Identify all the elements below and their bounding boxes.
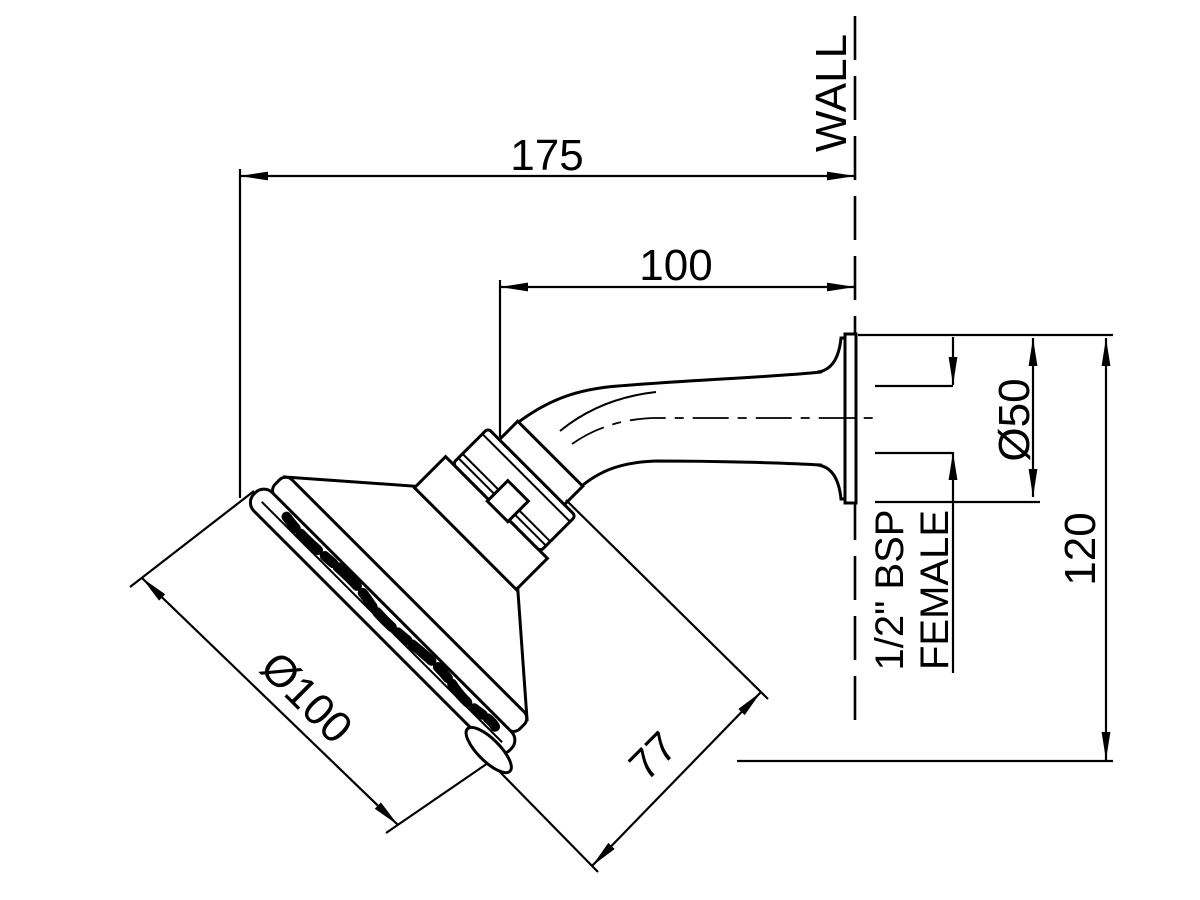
extension-lines: [129, 169, 1113, 873]
dim-line-77: [591, 691, 762, 867]
shower-arm: [514, 370, 823, 491]
nut-tab: [485, 478, 531, 524]
dim-label-120: 120: [1056, 512, 1105, 585]
thread-label-line1: 1/2" BSP: [868, 510, 912, 671]
thread-label-line2: FEMALE: [913, 510, 957, 670]
head-rim-tip: [464, 725, 513, 775]
dim-label-100: 100: [639, 241, 712, 290]
dimension-lines: [141, 171, 1111, 867]
wall-label: WALL: [807, 34, 856, 152]
connector-collar: [497, 419, 585, 507]
dim-label-flange-dia: Ø50: [990, 378, 1039, 461]
dim-line-head-dia: [141, 577, 399, 826]
dim-label-175: 175: [510, 131, 583, 180]
arm-centerline: [571, 417, 874, 445]
shower-head: [248, 419, 585, 775]
